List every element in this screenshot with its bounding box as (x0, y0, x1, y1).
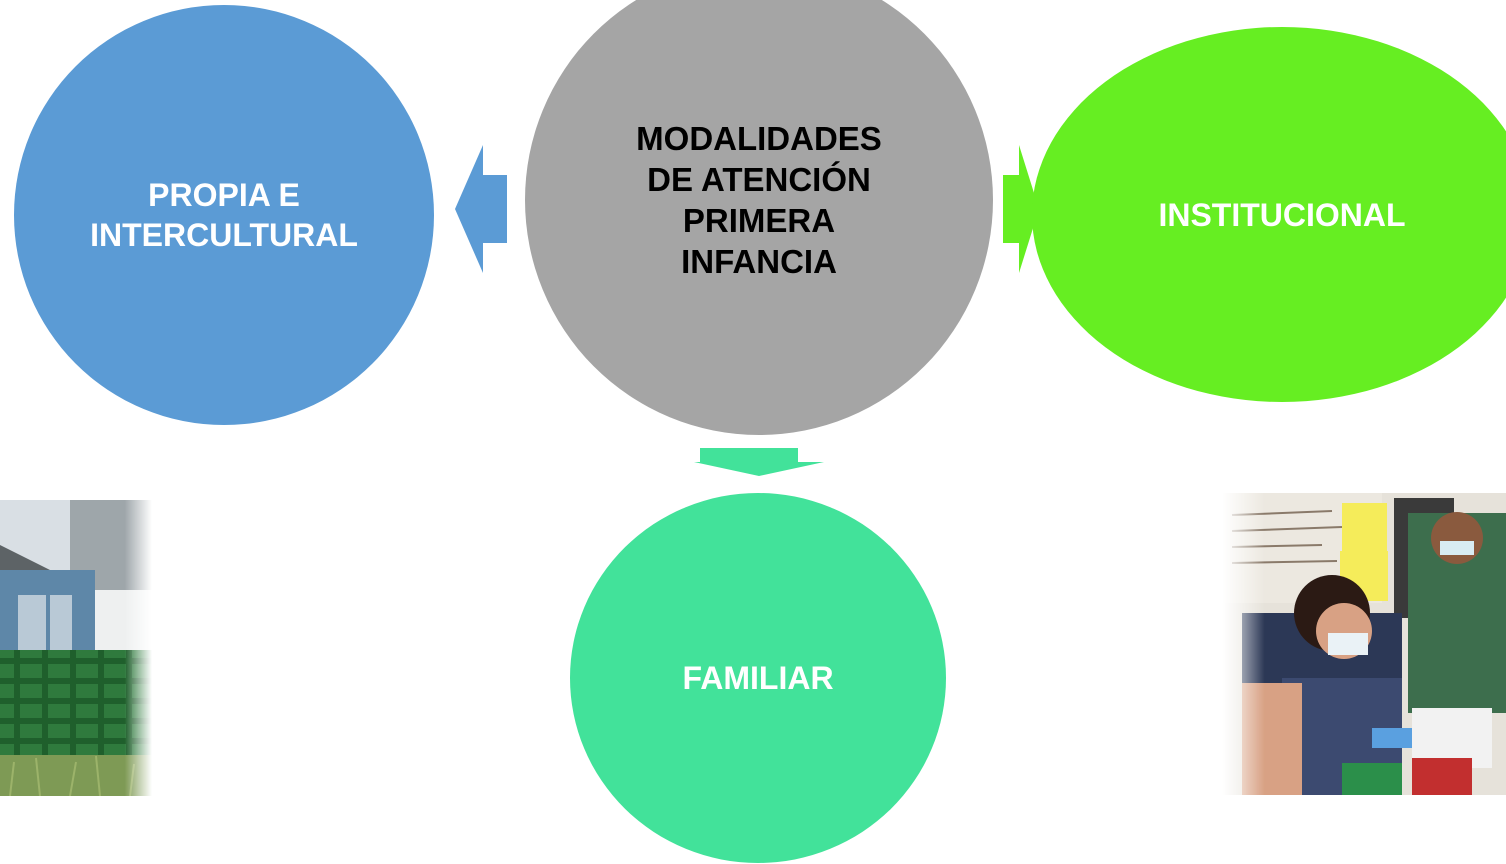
arrow-left-icon (455, 145, 507, 273)
modalidades-center-label: MODALIDADES DE ATENCIÓN PRIMERA INFANCIA (636, 119, 882, 281)
arrow-down-icon (694, 448, 824, 476)
institucional-node: INSTITUCIONAL (1032, 27, 1506, 402)
institucional-label: INSTITUCIONAL (1158, 196, 1406, 233)
propia-intercultural-label: PROPIA E INTERCULTURAL (90, 177, 358, 253)
arrow-right-shape (1003, 145, 1039, 273)
propia-intercultural-node: PROPIA E INTERCULTURAL (14, 5, 434, 425)
familiar-label: FAMILIAR (682, 660, 834, 696)
modalidades-center-node: MODALIDADES DE ATENCIÓN PRIMERA INFANCIA (525, 0, 993, 435)
arrow-down-shape (694, 448, 824, 476)
building-with-green-fence-photo (0, 500, 152, 796)
people-with-face-masks-photo (1222, 493, 1506, 795)
arrow-right-icon (1003, 145, 1039, 273)
arrow-left-shape (455, 145, 507, 273)
familiar-node: FAMILIAR (570, 493, 946, 863)
